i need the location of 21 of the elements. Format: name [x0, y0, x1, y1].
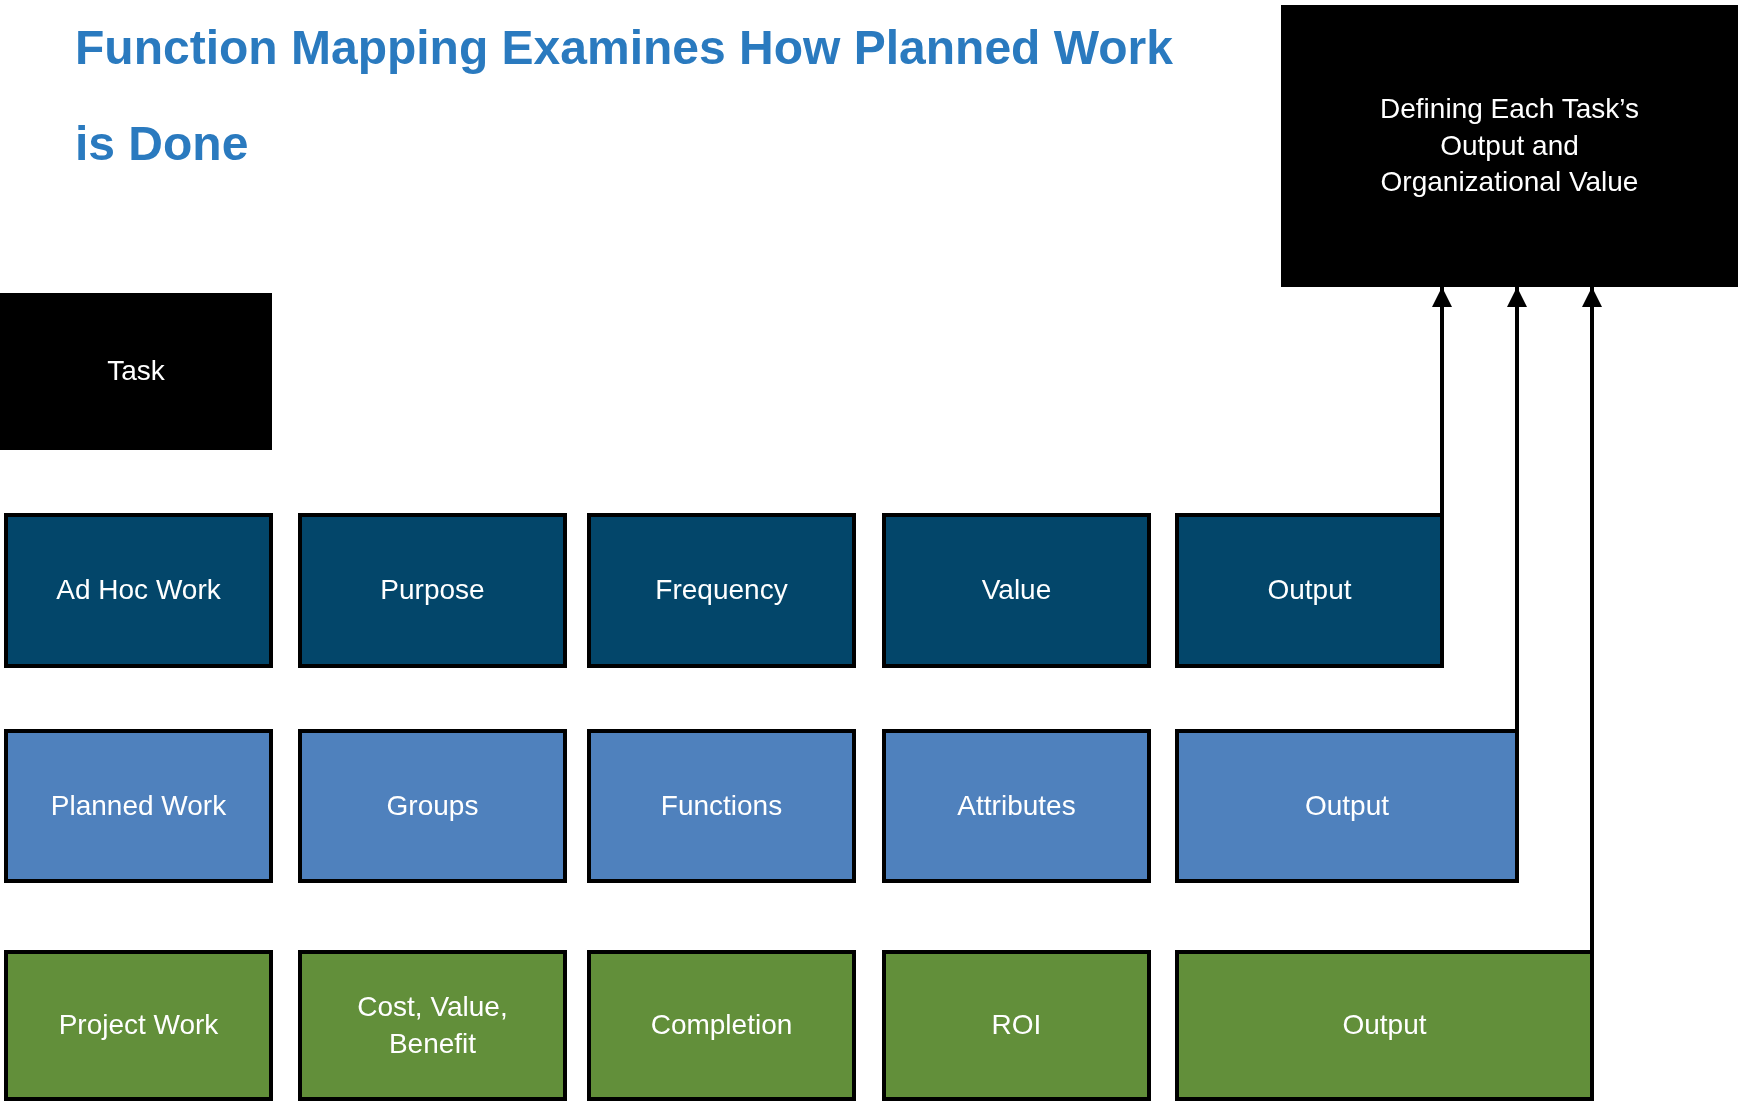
category-box: Functions [587, 729, 856, 883]
category-box: Output [1175, 950, 1594, 1101]
arrow [1432, 287, 1452, 513]
header-box: Task [0, 293, 272, 450]
category-box: Groups [298, 729, 567, 883]
category-box: Completion [587, 950, 856, 1101]
category-box: Cost, Value, Benefit [298, 950, 567, 1101]
category-box: Value [882, 513, 1151, 668]
category-box: Planned Work [4, 729, 273, 883]
category-box: Project Work [4, 950, 273, 1101]
category-box: Output [1175, 513, 1444, 668]
category-box: ROI [882, 950, 1151, 1101]
category-box: Ad Hoc Work [4, 513, 273, 668]
title: Function Mapping Examines How Planned Work is Done [75, 20, 1174, 172]
header-box: Defining Each Task’s Output and Organizational Value [1281, 5, 1738, 287]
category-box: Purpose [298, 513, 567, 668]
category-box: Frequency [587, 513, 856, 668]
arrow [1507, 287, 1527, 729]
category-box: Attributes [882, 729, 1151, 883]
category-box: Output [1175, 729, 1519, 883]
arrow [1582, 287, 1602, 950]
